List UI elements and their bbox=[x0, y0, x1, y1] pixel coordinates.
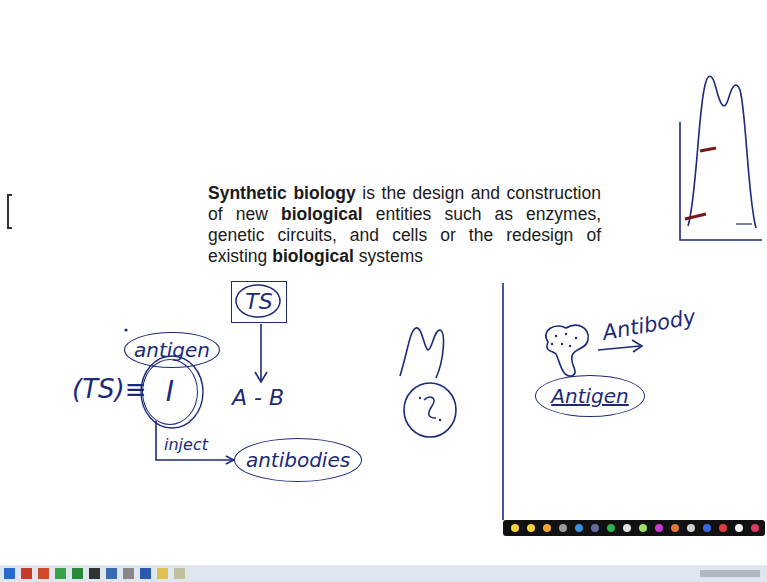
pen-dot bbox=[419, 397, 421, 399]
pen-dot bbox=[124, 328, 127, 331]
antibody-note: Antibody bbox=[601, 306, 697, 345]
boxed-term: TS bbox=[231, 281, 287, 323]
bold-term: biological bbox=[281, 204, 363, 224]
peak-mark bbox=[736, 223, 752, 224]
slide-bracket bbox=[8, 195, 12, 228]
bold-term: Synthetic biology bbox=[208, 183, 356, 203]
reaction-arrow-head bbox=[255, 372, 267, 382]
circled-term: I bbox=[142, 359, 198, 425]
node-text: antigen bbox=[134, 339, 210, 361]
inject-arrow bbox=[156, 421, 234, 460]
circle-sketch bbox=[404, 383, 456, 437]
node-text: antibodies bbox=[246, 449, 350, 471]
reaction-arrow bbox=[260, 324, 262, 380]
circled-term: antigen bbox=[124, 332, 220, 368]
edge-label: inject bbox=[164, 436, 208, 454]
pen-toolbar bbox=[503, 520, 765, 536]
node-text: I bbox=[166, 377, 174, 408]
definition-text: Synthetic biology is the design and cons… bbox=[208, 183, 601, 267]
equivalence-note: (TS)≡ bbox=[72, 375, 146, 404]
pen-dot bbox=[439, 419, 441, 421]
node-text: Antigen bbox=[551, 385, 628, 407]
circled-term: Antigen bbox=[535, 375, 644, 417]
peak-graph bbox=[680, 76, 762, 240]
antibody-sketch bbox=[546, 325, 588, 376]
definition-run: systems bbox=[359, 246, 423, 266]
pointer-arrow bbox=[598, 346, 640, 350]
node-text: TS bbox=[245, 290, 272, 314]
taskbar bbox=[0, 565, 767, 582]
divider-line bbox=[502, 283, 504, 520]
peak-mark bbox=[700, 148, 716, 151]
peak-sketch bbox=[400, 328, 443, 378]
pointer-arrow-head bbox=[632, 340, 642, 352]
circle-stroke bbox=[141, 356, 203, 428]
peak-mark bbox=[685, 214, 706, 219]
bold-term: biological bbox=[272, 246, 354, 266]
squiggle bbox=[424, 397, 436, 418]
circled-term: antibodies bbox=[234, 438, 362, 482]
reaction-note: A - B bbox=[232, 386, 284, 410]
